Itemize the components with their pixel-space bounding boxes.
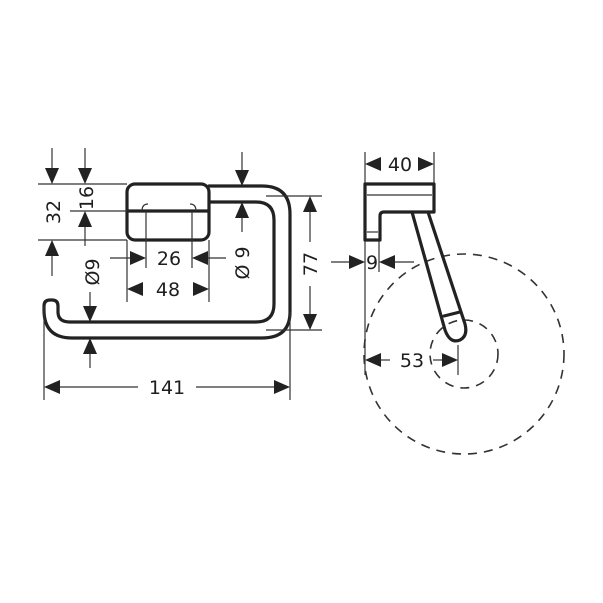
dim-rod-center-offset: 53: [400, 350, 424, 372]
dim-rod-diameter-right: Ø 9: [232, 246, 254, 279]
side-view: 40 9 53: [331, 152, 565, 455]
dim-overall-width: 141: [149, 377, 185, 399]
dim-wall-offset: 9: [366, 252, 378, 274]
dim-height-upper: 16: [76, 186, 98, 210]
dim-pin-spacing: 26: [157, 248, 181, 270]
dim-height-outer: 32: [43, 200, 65, 224]
dim-mount-depth: 40: [388, 154, 412, 176]
roll-core-circle: [429, 319, 499, 389]
side-rod: [410, 210, 468, 343]
roll-outer-circle: [363, 253, 565, 455]
pin-markers: [141, 203, 197, 212]
paper-rod-outline: [42, 184, 292, 340]
dim-rod-diameter-left: Ø9: [82, 258, 104, 285]
dim-rod-depth: 77: [300, 252, 322, 276]
front-view: 32 16 Ø9 26 48 Ø 9 77: [38, 148, 322, 400]
side-mount-bracket: [363, 182, 436, 242]
dim-mount-width: 48: [156, 279, 180, 301]
